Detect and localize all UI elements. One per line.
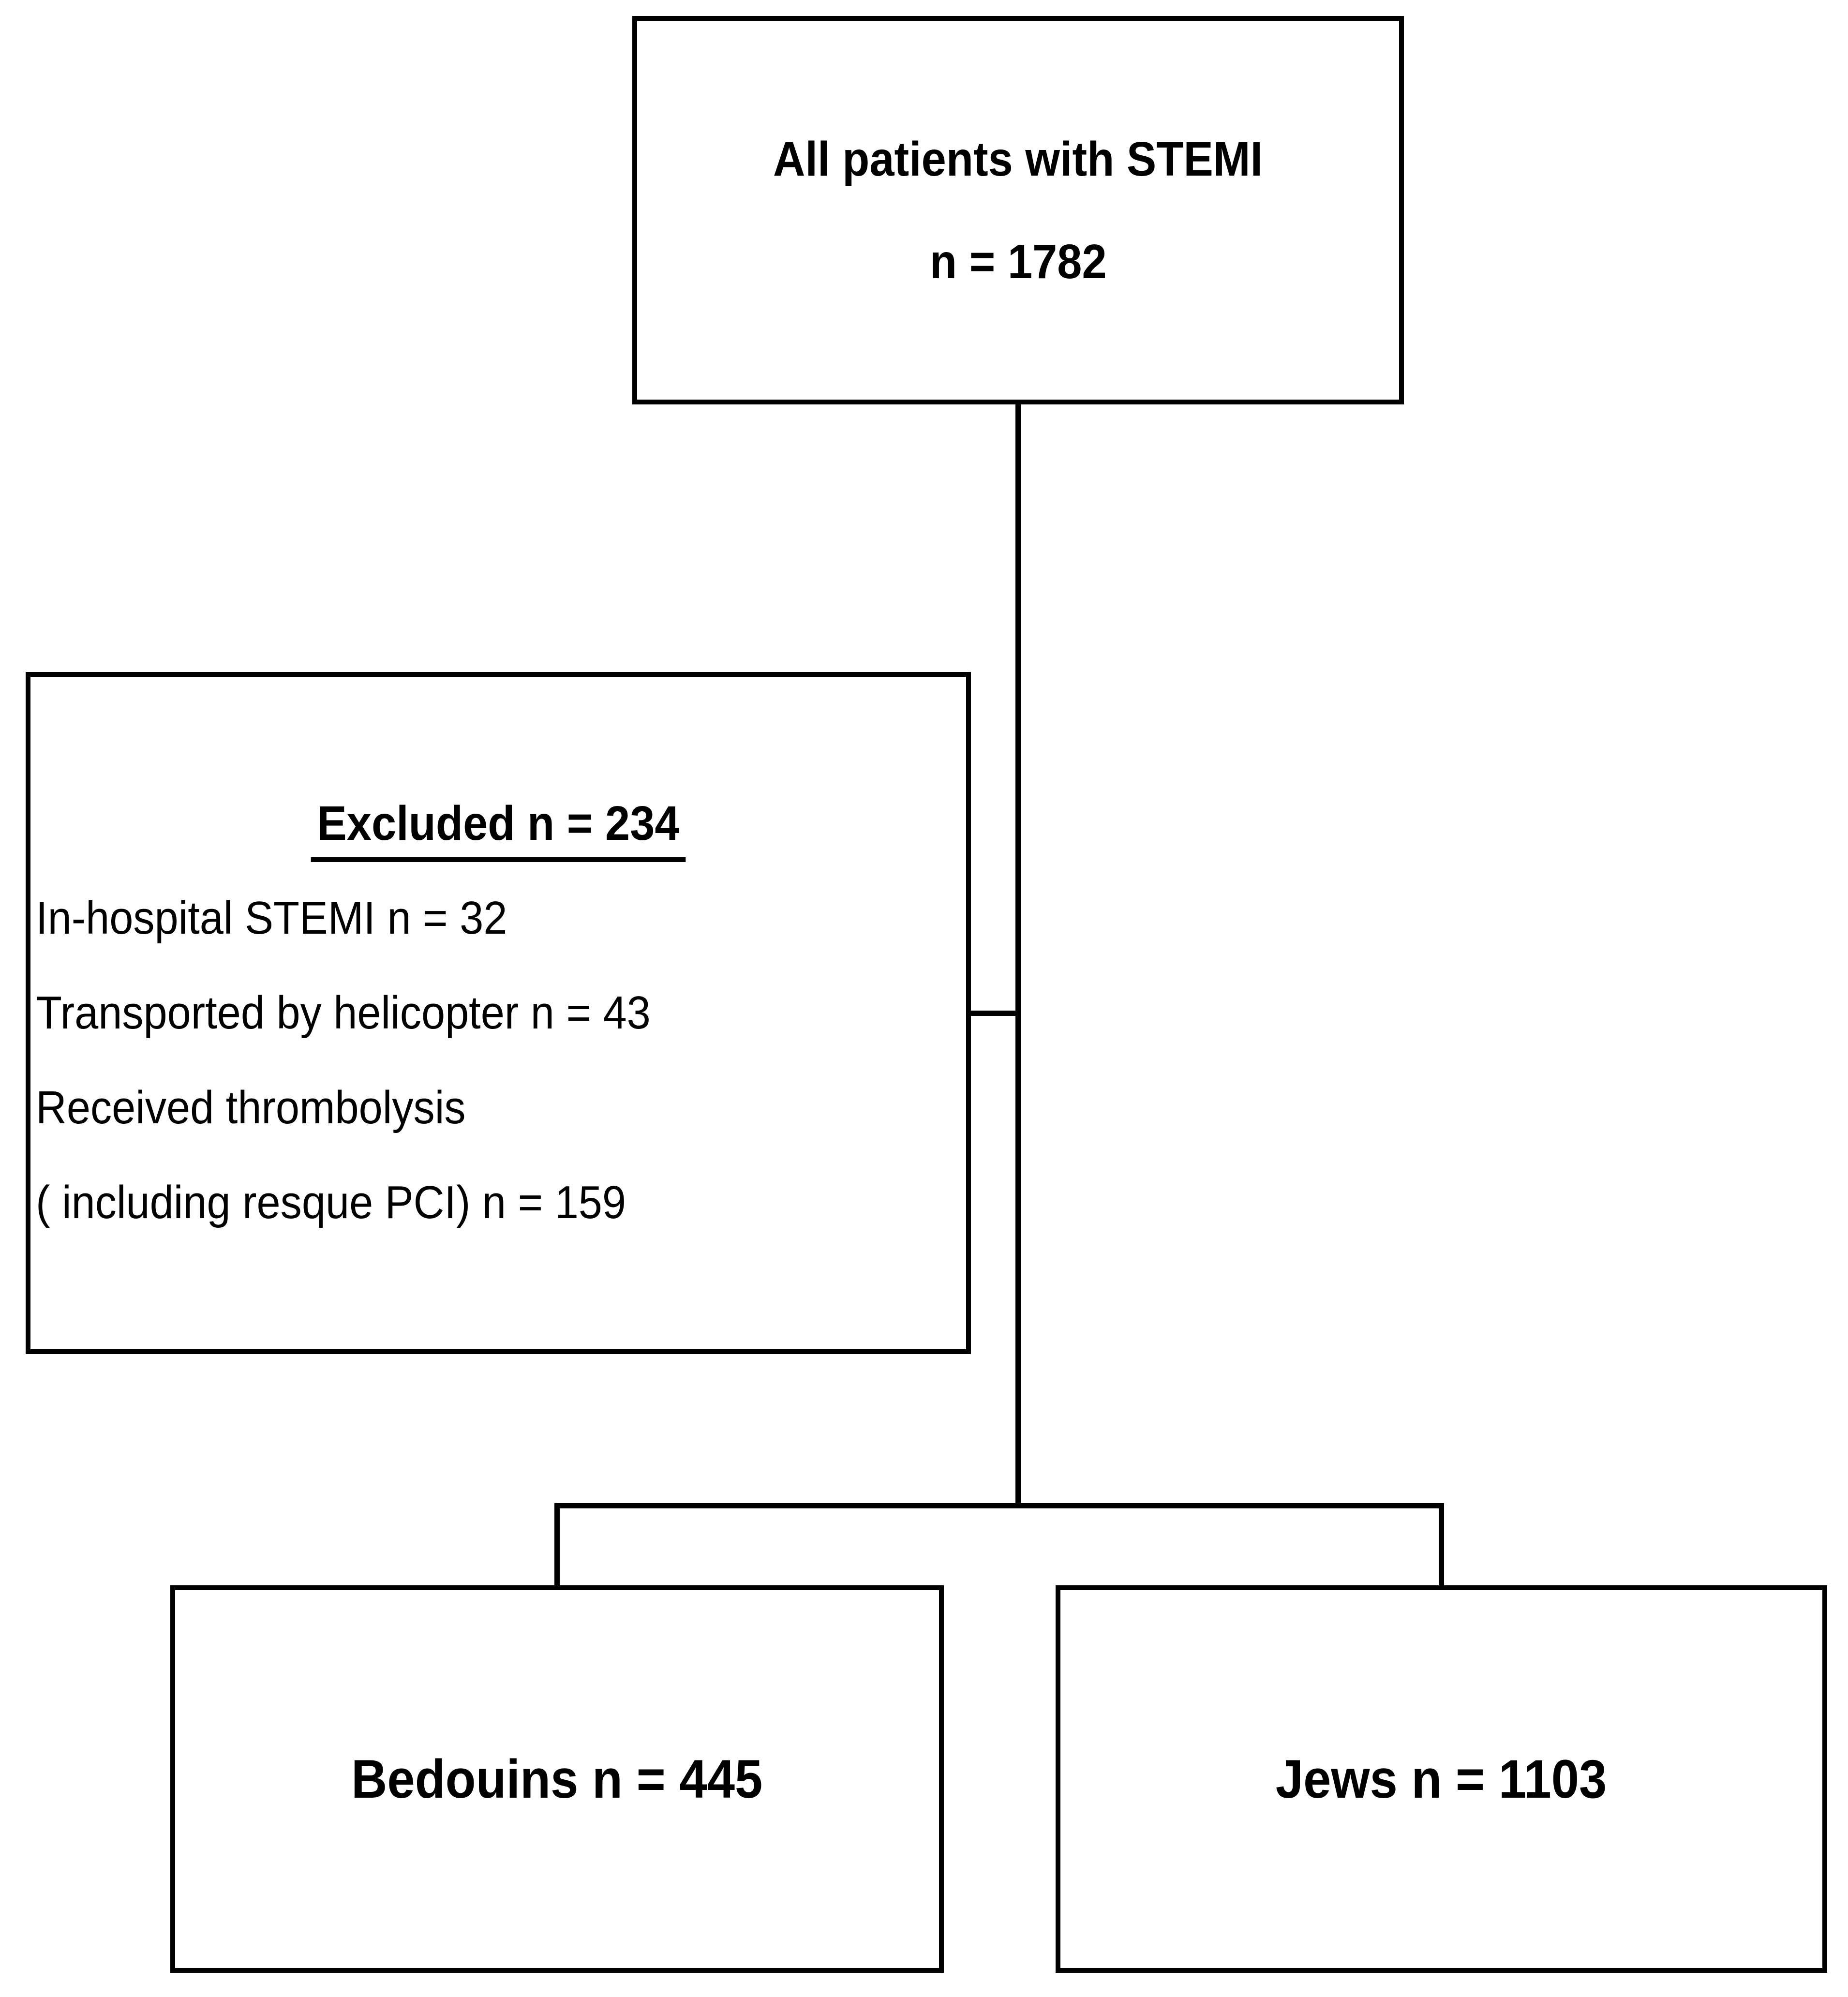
excluded-reason: Transported by helicopter n = 43 — [36, 987, 651, 1039]
bedouins-label: Bedouins n = 445 — [351, 1749, 763, 1809]
connector-vertical-main — [1015, 404, 1021, 1508]
excluded-header: Excluded n = 234 — [68, 776, 928, 871]
connector-horizontal-excluded — [969, 1011, 1017, 1016]
jews-box: Jews n = 1103 — [1056, 1585, 1827, 1973]
excluded-box: Excluded n = 234 In-hospital STEMI n = 3… — [26, 672, 971, 1354]
jews-label: Jews n = 1103 — [1276, 1749, 1607, 1809]
excluded-header-text: Excluded n = 234 — [311, 794, 686, 862]
excluded-reason: Received thrombolysis — [36, 1082, 466, 1133]
all-patients-count: n = 1782 — [929, 234, 1107, 289]
bedouins-box: Bedouins n = 445 — [170, 1585, 944, 1973]
connector-drop-bedouins — [554, 1503, 560, 1586]
excluded-reason: ( including resque PCI) n = 159 — [36, 1177, 626, 1228]
connector-split-bar — [554, 1503, 1444, 1508]
connector-drop-jews — [1439, 1503, 1444, 1586]
all-patients-title: All patients with STEMI — [773, 132, 1263, 186]
all-patients-box: All patients with STEMI n = 1782 — [632, 16, 1404, 404]
excluded-reason: In-hospital STEMI n = 32 — [36, 892, 507, 944]
